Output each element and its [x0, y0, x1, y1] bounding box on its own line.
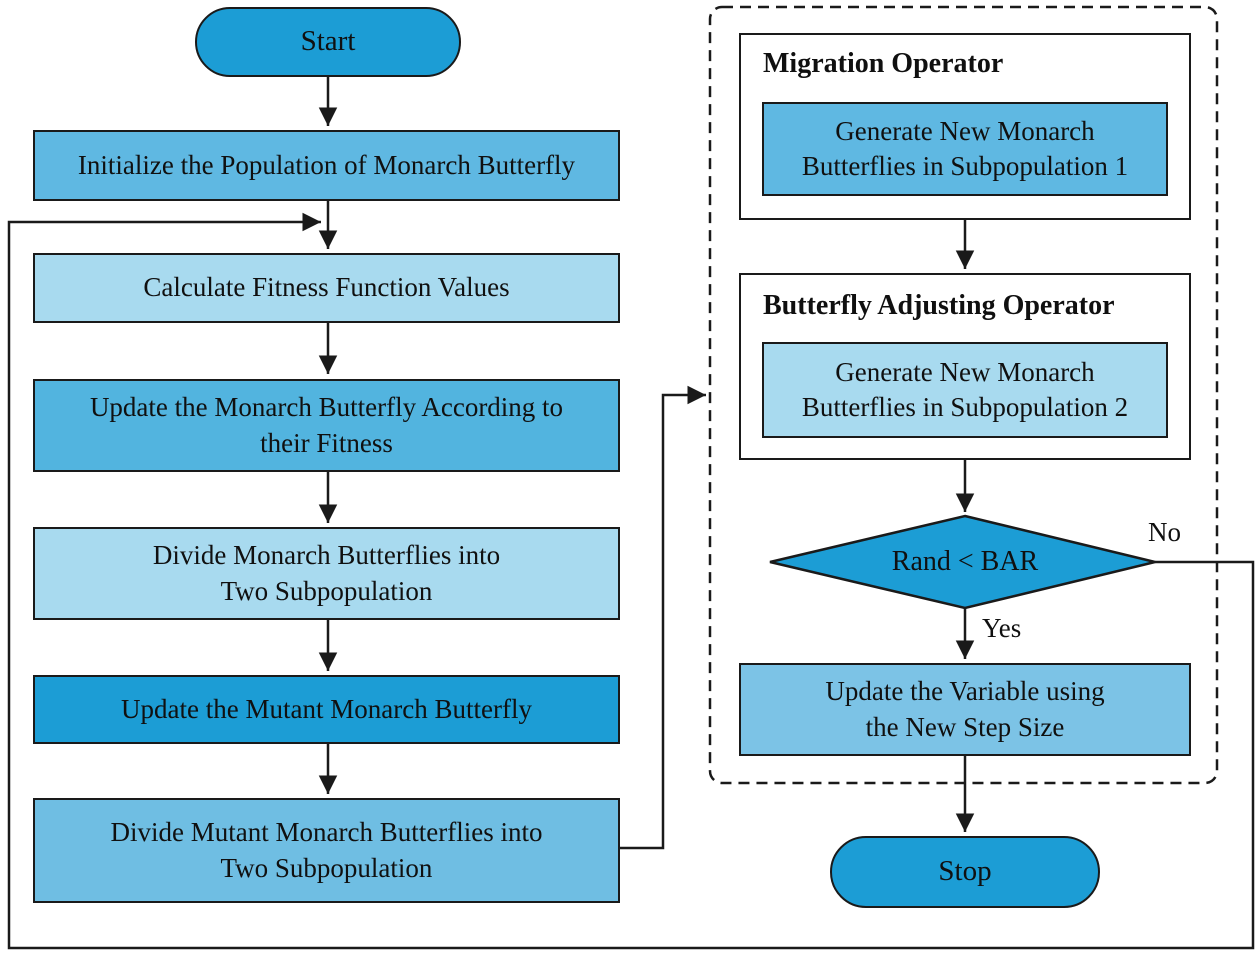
divide-monarch-node: Divide Monarch Butterflies into Two Subp…	[33, 527, 620, 620]
no-branch-label: No	[1148, 517, 1181, 547]
stop-node: Stop	[830, 836, 1100, 908]
generate-subpopulation2-node: Generate New Monarch Butterflies in Subp…	[762, 342, 1168, 438]
decision-label: Rand < BAR	[891, 546, 1039, 577]
update-variable-node: Update the Variable using the New Step S…	[739, 663, 1191, 756]
arrow-decision-no-feedback-loop	[7, 212, 1255, 950]
start-node: Start	[195, 7, 461, 77]
update-mutant-node: Update the Mutant Monarch Butterfly	[33, 675, 620, 744]
divide-mutant-node: Divide Mutant Monarch Butterflies into T…	[33, 798, 620, 903]
update-monarch-node: Update the Monarch Butterfly According t…	[33, 379, 620, 472]
migration-operator-title: Migration Operator	[763, 48, 1004, 79]
initialize-population-node: Initialize the Population of Monarch But…	[33, 130, 620, 201]
calculate-fitness-node: Calculate Fitness Function Values	[33, 253, 620, 323]
decision-diamond	[769, 514, 1156, 610]
arrow-divide-mutant-to-operators	[620, 385, 706, 850]
generate-subpopulation1-node: Generate New Monarch Butterflies in Subp…	[762, 102, 1168, 196]
yes-branch-label: Yes	[982, 613, 1022, 643]
operators-dashed-container	[708, 5, 1219, 785]
adjusting-operator-title: Butterfly Adjusting Operator	[763, 290, 1115, 321]
